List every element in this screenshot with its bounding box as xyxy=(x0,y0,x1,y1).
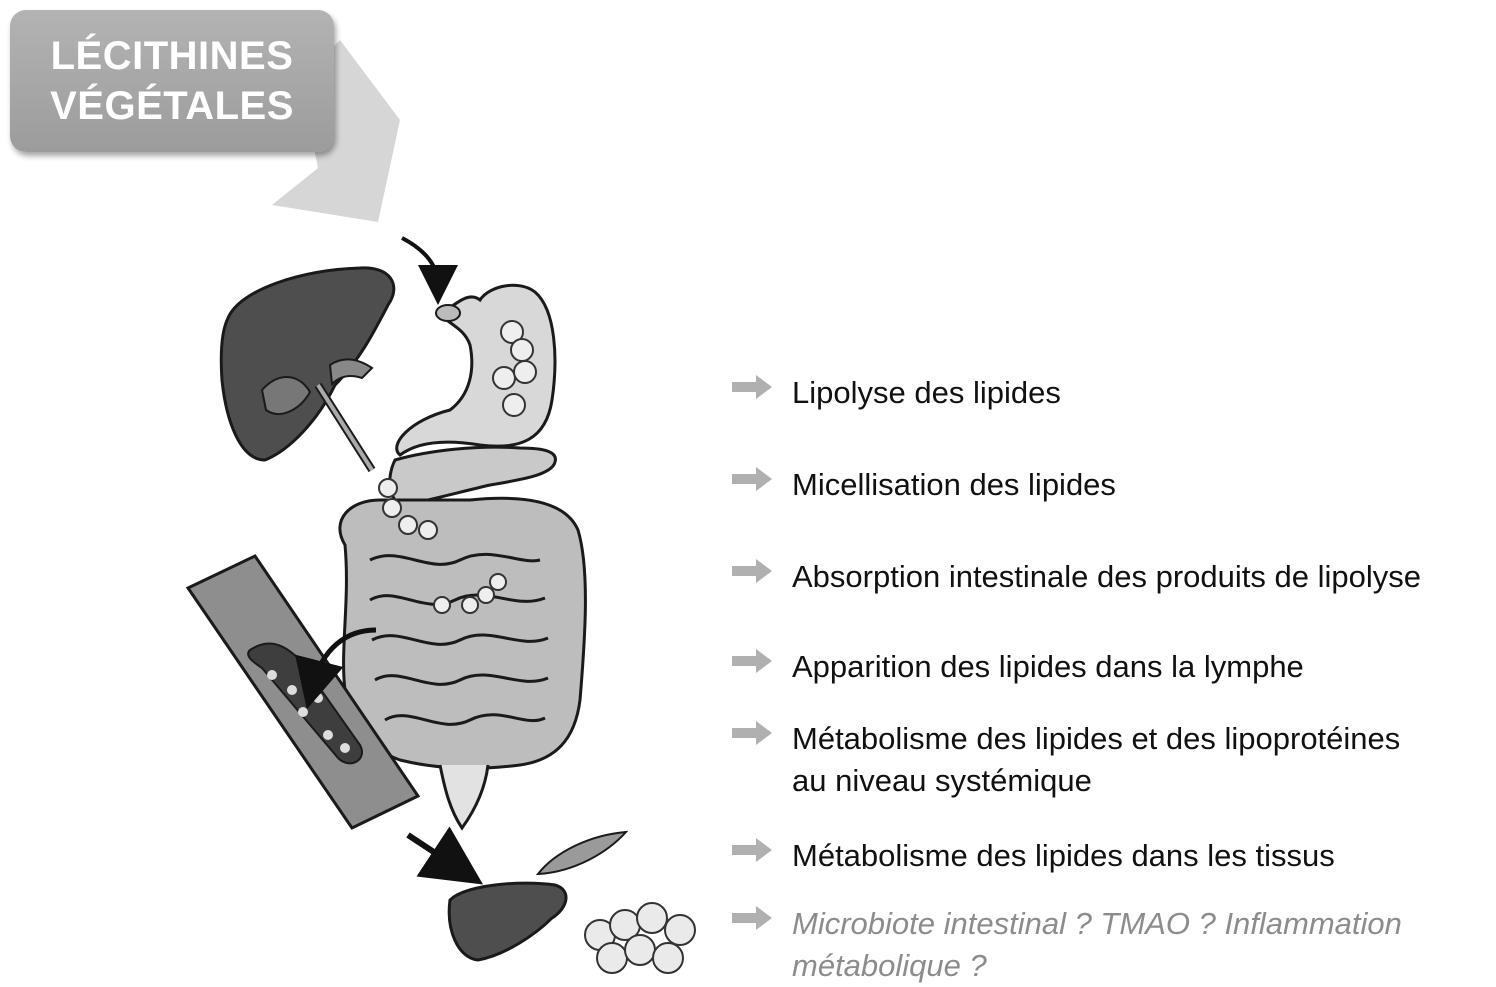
tissue-liver-icon xyxy=(449,883,566,960)
tissue-arrow xyxy=(408,835,458,868)
pancreas-icon xyxy=(390,447,556,505)
liver-icon xyxy=(221,268,394,470)
ingestion-arrow xyxy=(402,238,438,285)
title-line-2: VÉGÉTALES xyxy=(50,81,294,131)
title-line-1: LÉCITHINES xyxy=(51,31,294,81)
stomach-icon xyxy=(397,285,555,455)
adipose-tissue-icon xyxy=(585,903,695,973)
muscle-icon xyxy=(538,832,626,874)
title-box: LÉCITHINES VÉGÉTALES xyxy=(10,10,334,152)
